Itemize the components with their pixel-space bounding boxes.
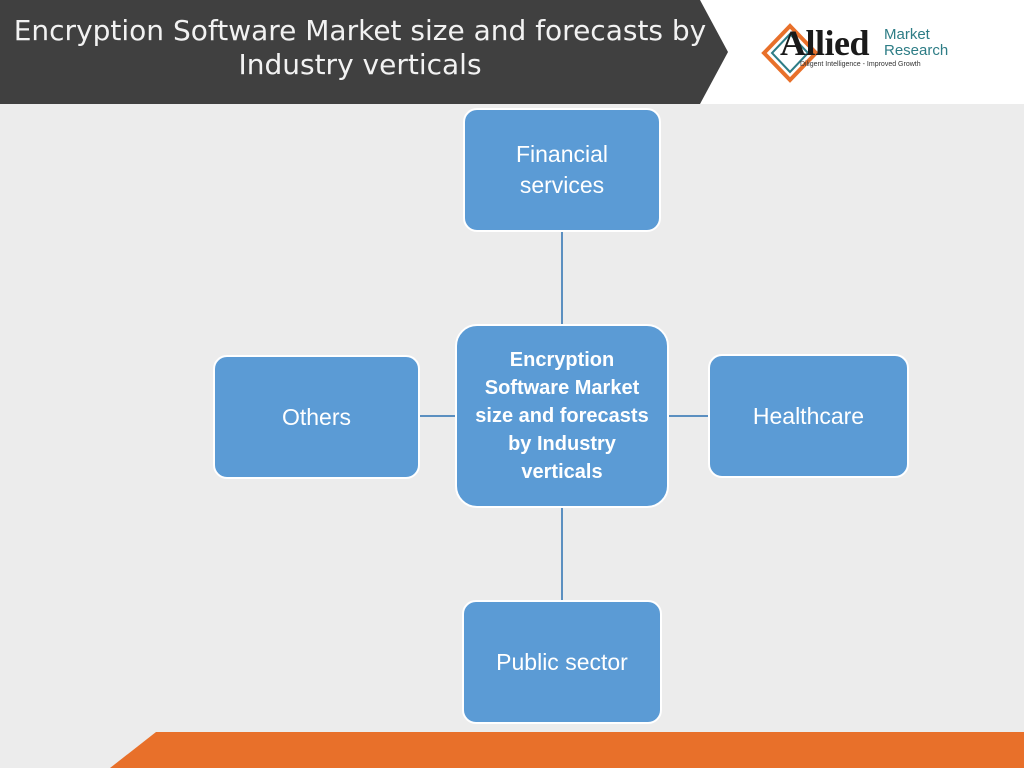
page-title: Encryption Software Market size and fore… xyxy=(13,14,707,81)
connector-bottom xyxy=(561,508,563,600)
logo-brand-text: Allied xyxy=(780,23,870,63)
node-center-topic: Encryption Software Market size and fore… xyxy=(455,324,669,508)
title-banner xyxy=(0,0,728,104)
logo-market-text: Market xyxy=(884,26,930,43)
logo-diamond-icon xyxy=(761,23,819,83)
node-others: Others xyxy=(213,355,420,479)
logo-tagline: Diligent Intelligence - Improved Growth xyxy=(800,61,921,68)
company-logo: Allied Market Research Diligent Intellig… xyxy=(760,22,960,84)
node-public-sector: Public sector xyxy=(462,600,662,724)
footer-accent-bar xyxy=(110,732,1024,768)
logo-research-text: Research xyxy=(884,42,949,59)
node-financial-services: Financial services xyxy=(463,108,661,232)
connector-left xyxy=(420,415,456,417)
connector-top xyxy=(561,232,563,324)
connector-right xyxy=(668,415,710,417)
node-healthcare: Healthcare xyxy=(708,354,909,478)
